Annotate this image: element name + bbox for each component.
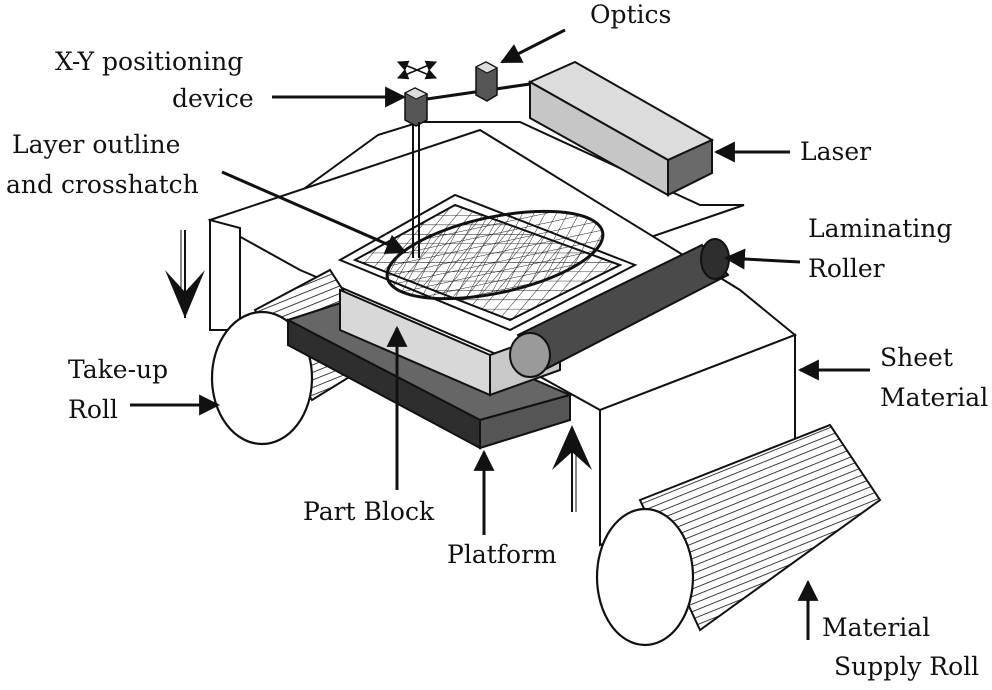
label-sheet-line1: Sheet — [880, 343, 953, 372]
label-xy-line1: X-Y positioning — [55, 47, 243, 76]
takeup-motion-arrow — [165, 230, 205, 318]
label-laminating-line2: Roller — [808, 254, 885, 283]
label-laser: Laser — [800, 137, 871, 166]
supply-motion-arrow — [552, 425, 592, 512]
laminating-roller — [509, 238, 730, 378]
label-layer-line1: Layer outline — [12, 130, 180, 159]
material-supply-roll — [595, 423, 882, 647]
sheet-left-drop — [209, 218, 241, 331]
label-part-block: Part Block — [303, 497, 435, 526]
arrow-laminating-roller — [723, 248, 801, 270]
label-layer-line2: and crosshatch — [6, 170, 199, 199]
label-takeup-line1: Take-up — [68, 355, 168, 384]
label-takeup-line2: Roll — [68, 395, 118, 424]
label-laminating-line1: Laminating — [808, 214, 952, 243]
laser-box — [527, 60, 715, 197]
label-supply-line2: Supply Roll — [834, 652, 979, 681]
arrow-optics — [500, 28, 566, 64]
arrow-layer-outline — [221, 170, 407, 255]
label-platform: Platform — [447, 540, 557, 569]
label-optics: Optics — [590, 0, 671, 29]
label-sheet-line2: Material — [880, 383, 988, 412]
label-xy-line2: device — [172, 84, 254, 113]
label-supply-line1: Material — [822, 613, 930, 642]
optics-assembly — [396, 60, 531, 258]
